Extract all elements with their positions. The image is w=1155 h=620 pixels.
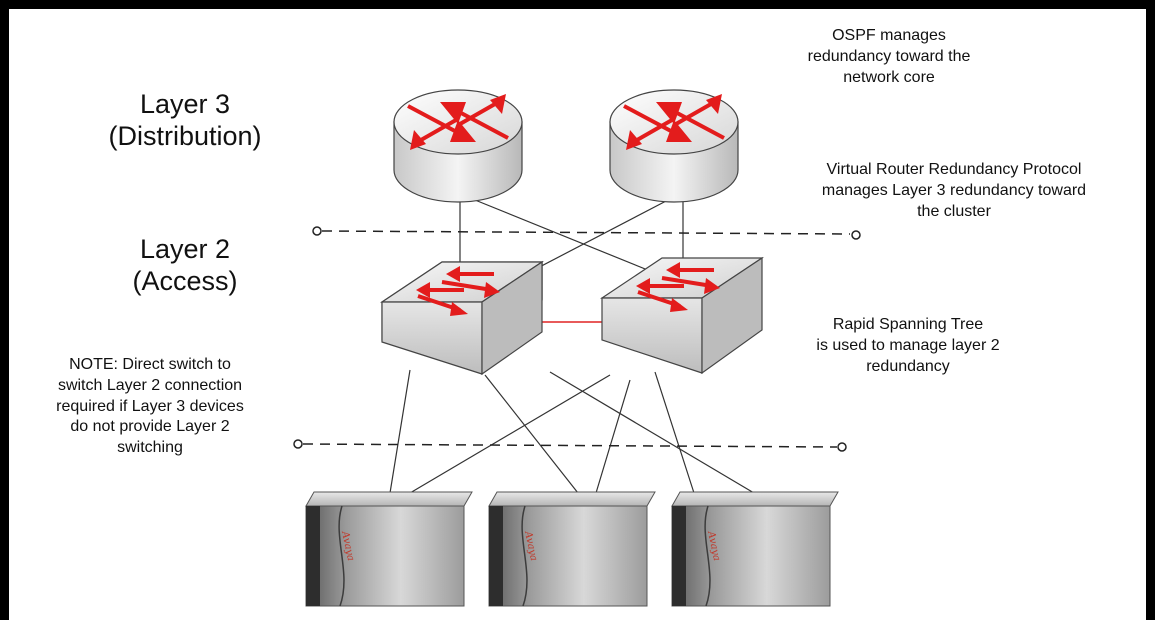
rstp-line-1: Rapid Spanning Tree [832,316,984,333]
layer-boundary-upper [312,226,861,240]
router-a-switch-b-link [474,199,661,276]
vrrp-line-2: manages Layer 3 redundancy toward [821,181,1087,199]
vrrp-line-3: the cluster [917,202,991,220]
note-line-2: switch Layer 2 connection [57,376,243,394]
layer3-subtitle: (Distribution) [108,121,262,152]
ospf-line-3: network core [843,68,935,86]
rstp-line-3: redundancy [866,357,950,375]
server-icon: Avaya [305,491,473,607]
switch-a-server-5-link [549,371,755,494]
note-line-3: required if Layer 3 devices [56,397,244,415]
layer2-subtitle: (Access) [132,266,238,297]
layer2-title: Layer 2 [139,234,231,264]
vrrp-line-1: Virtual Router Redundancy Protocol [826,161,1082,178]
layer3-label: Layer 3 (Distribution) [70,88,300,153]
vrrp-annotation: Virtual Router Redundancy Protocol manag… [770,160,1138,222]
note-line-1: NOTE: Direct switch to [69,356,231,373]
switch-b-server-2-link [409,374,611,494]
server-icon: Avaya [671,491,839,607]
connection-lines [389,199,755,494]
note-line-4: do not provide Layer 2 [70,418,230,436]
switch-b-server-4-link [595,379,631,494]
layer-boundary-lower [293,439,847,452]
server-icon: Avaya [488,491,656,607]
rstp-annotation: Rapid Spanning Tree is used to manage la… [778,315,1038,377]
ospf-line-2: redundancy toward the [807,47,971,65]
switch-b-server-6-link [654,371,695,494]
switch-icon [600,256,764,375]
layer3-title: Layer 3 [139,89,231,119]
note-line-5: switching [117,439,183,457]
ospf-line-1: OSPF manages [832,27,946,44]
rstp-line-2: is used to manage layer 2 [816,336,1000,354]
note-annotation: NOTE: Direct switch to switch Layer 2 co… [30,355,270,459]
layer2-label: Layer 2 (Access) [70,233,300,298]
switch-a-server-3-link [484,374,579,494]
ospf-annotation: OSPF manages redundancy toward the netwo… [764,26,1014,88]
router-icon [393,89,523,203]
router-icon [609,89,739,203]
switch-icon [380,260,544,376]
switch-a-server-1-link [389,369,411,494]
